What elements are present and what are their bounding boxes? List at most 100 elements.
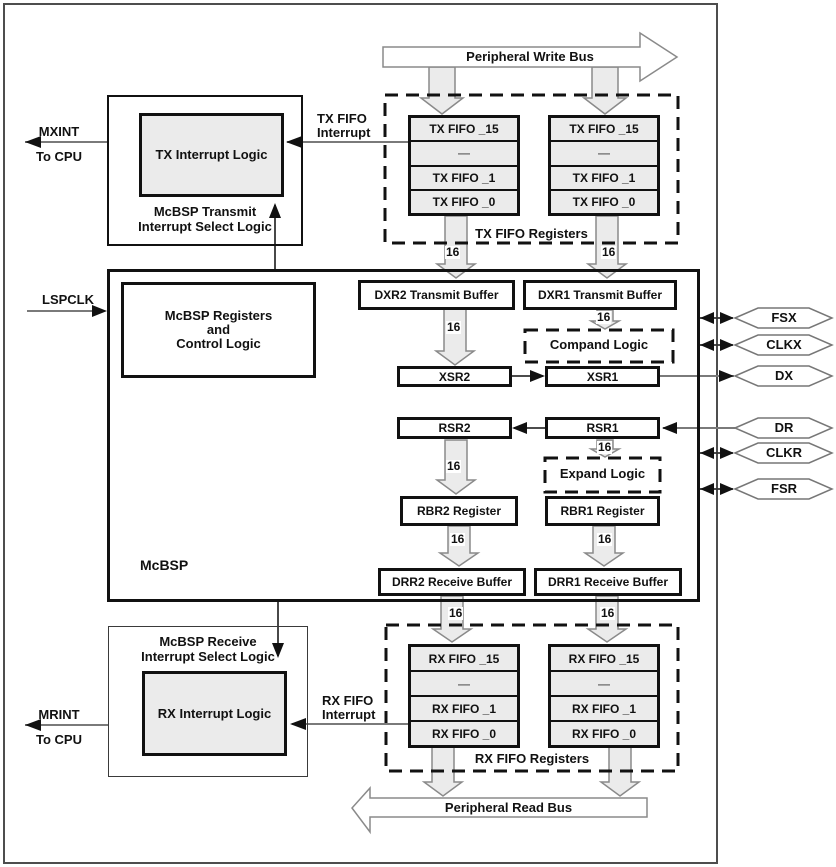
tx-fifo-cell: TX FIFO _1 [551, 164, 657, 189]
rx-fifo-cell: RX FIFO _15 [568, 651, 640, 666]
rx-fifo-registers-title: RX FIFO Registers [474, 751, 590, 766]
tx-fifo-cell-ellipsis: — [411, 140, 517, 164]
tx-fifo-cell: TX FIFO _15 [429, 122, 499, 137]
dxr2-transmit-buffer-box: DXR2 Transmit Buffer [358, 280, 515, 310]
rbr2-register-box: RBR2 Register [400, 496, 518, 526]
pin-label-dr: DR [774, 420, 794, 435]
peripheral-write-bus-label: Peripheral Write Bus [466, 49, 594, 64]
rx-interrupt-logic-box: RX Interrupt Logic [142, 671, 287, 756]
bus-width-label-txfifo-dxr1: 16 [601, 245, 617, 259]
mcbsp-registers-control-logic-box: McBSP Registers and Control Logic [121, 282, 316, 378]
dxr1-transmit-buffer-box: DXR1 Transmit Buffer [523, 280, 677, 310]
mrint-label: MRINT [38, 707, 80, 722]
dashed-boxes [383, 93, 680, 773]
bus-width-label-rsr2-rbr2: 16 [446, 459, 462, 473]
mcbsp-main-box [107, 269, 700, 602]
tx-fifo-interrupt-arrowhead [286, 136, 302, 148]
down-arrow-writebus-right [581, 66, 629, 115]
down-arrow-dxr2-xsr2 [433, 306, 477, 366]
tx-fifo-stack-2: TX FIFO _15 — TX FIFO _1 TX FIFO _0 [408, 115, 520, 216]
arrowheads [25, 136, 734, 731]
rx-fifo-stack-1: RX FIFO _15 — RX FIFO _1 RX FIFO _0 [548, 644, 660, 748]
rbr1-register-box: RBR1 Register [545, 496, 660, 526]
pin-hexagon-dr [733, 417, 834, 439]
pin-hexagon-clkx [733, 334, 834, 356]
pin-hexagon-dx [733, 365, 834, 387]
bus-width-label-dxr2-xsr2: 16 [446, 320, 462, 334]
rsr2-box: RSR2 [397, 417, 512, 439]
down-arrow-rbr2-drr2 [437, 525, 481, 567]
rx-fifo-cell: RX FIFO _1 [411, 695, 517, 720]
tx-interrupt-logic-box: TX Interrupt Logic [139, 113, 284, 197]
xsr2-box: XSR2 [397, 366, 512, 387]
tx-fifo-cell-ellipsis: — [551, 140, 657, 164]
xsr1-box: XSR1 [545, 366, 660, 387]
clkx-arrowhead-right [720, 339, 734, 351]
rx-fifo-interrupt-label: RX FIFO Interrupt [322, 693, 376, 722]
dr-arrowhead [662, 422, 677, 434]
pin-hexagon-clkr [733, 442, 834, 464]
drr2-receive-buffer-box: DRR2 Receive Buffer [378, 568, 526, 596]
mcbsp-transmit-interrupt-select-logic-box [107, 95, 303, 246]
tx-fifo-registers-dashed-box [383, 93, 680, 245]
rx-select-logic-label: McBSP Receive Interrupt Select Logic [141, 634, 275, 664]
peripheral-read-bus-arrow [351, 786, 648, 835]
clkr-arrowhead-right [720, 447, 734, 459]
tx-vertical-arrowhead-up [269, 203, 281, 218]
rx-fifo-cell: RX FIFO _1 [551, 695, 657, 720]
clkx-arrowhead-left [700, 339, 714, 351]
tx-fifo-cell: TX FIFO _0 [551, 188, 657, 213]
mxint-to-cpu-label: To CPU [36, 149, 82, 164]
pin-label-fsx: FSX [771, 310, 797, 325]
mxint-label: MXINT [38, 124, 80, 139]
bus-width-label-rbr1-drr1: 16 [597, 532, 613, 546]
mcbsp-title: McBSP [140, 557, 189, 573]
rx-fifo-cell-ellipsis: — [551, 670, 657, 695]
fsr-arrowhead-left [700, 483, 714, 495]
bus-width-label-drr1-rxfifo: 16 [600, 606, 616, 620]
expand-logic-dashed-box [543, 456, 662, 494]
bus-width-label-txfifo-dxr2: 16 [445, 245, 461, 259]
compand-logic-dashed-box [523, 328, 675, 364]
compand-logic-label: Compand Logic [549, 337, 649, 352]
tx-fifo-cell: TX FIFO _1 [411, 164, 517, 189]
drr1-receive-buffer-box: DRR1 Receive Buffer [534, 568, 682, 596]
rx-fifo-cell: RX FIFO _0 [551, 720, 657, 745]
lspclk-label: LSPCLK [42, 292, 94, 307]
rx-fifo-cell-ellipsis: — [411, 670, 517, 695]
clkr-arrowhead-left [700, 447, 714, 459]
rsr1-box: RSR1 [545, 417, 660, 439]
bus-width-label-rsr1-expand: 16 [597, 440, 613, 454]
fsr-arrowhead-right [720, 483, 734, 495]
mcbsp-receive-interrupt-select-logic-box [108, 626, 308, 777]
rx-fifo-cell: RX FIFO _0 [411, 720, 517, 745]
bus-arrows [351, 31, 679, 835]
bus-width-label-dxr1-compand: 16 [596, 310, 612, 324]
rx-fifo-registers-dashed-box [384, 623, 680, 773]
rx-fifo-interrupt-arrowhead [290, 718, 306, 730]
pin-label-clkx: CLKX [766, 337, 802, 352]
tx-fifo-cell: TX FIFO _15 [569, 122, 639, 137]
peripheral-write-bus-arrow [382, 31, 679, 83]
tx-fifo-cell: TX FIFO _0 [411, 188, 517, 213]
tx-fifo-interrupt-label: TX FIFO Interrupt [317, 111, 371, 140]
tx-fifo-registers-title: TX FIFO Registers [475, 226, 588, 241]
rsr1-rsr2-arrowhead [512, 422, 527, 434]
pin-hexagon-fsr [733, 478, 834, 500]
mxint-arrowhead [25, 136, 41, 148]
fsx-arrowhead-left [700, 312, 714, 324]
dx-arrowhead [719, 370, 734, 382]
rx-fifo-stack-2: RX FIFO _15 — RX FIFO _1 RX FIFO _0 [408, 644, 520, 748]
bus-width-label-rbr2-drr2: 16 [450, 532, 466, 546]
outer-frame [3, 3, 718, 864]
down-arrow-writebus-left [418, 66, 466, 115]
down-arrow-rbr1-drr1 [582, 525, 626, 567]
expand-logic-label: Expand Logic [559, 466, 646, 481]
lspclk-arrowhead [92, 305, 107, 317]
pin-label-fsr: FSR [771, 481, 797, 496]
rx-fifo-cell: RX FIFO _15 [428, 651, 500, 666]
bus-width-label-drr2-rxfifo: 16 [448, 606, 464, 620]
pin-symbols [733, 307, 834, 500]
tx-select-logic-label: McBSP Transmit Interrupt Select Logic [138, 204, 272, 234]
